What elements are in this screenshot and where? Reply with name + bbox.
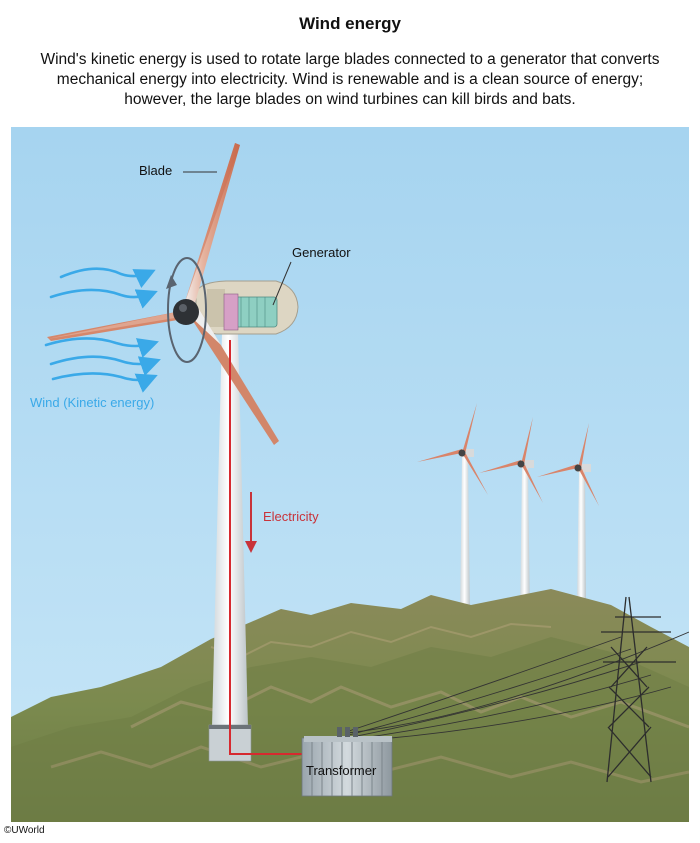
wind-label: Wind (Kinetic energy) [30,395,154,410]
rotation-ellipse [167,257,207,363]
blade-label: Blade [139,163,172,178]
rotor-hub [173,299,199,325]
generator [223,293,278,331]
electricity-wire [229,340,311,755]
diagram-title: Wind energy [299,14,401,33]
wind-arrows [44,267,161,393]
background-turbine [537,423,599,605]
description-line-2: mechanical energy into electricity. Wind… [56,71,644,88]
electricity-label: Electricity [263,509,319,524]
copyright: ©UWorld [4,825,45,836]
background-turbine [479,417,543,615]
background-turbines [417,403,599,615]
wind-turbine-illustration: Blade Generator Wind (Kinetic energy) El… [11,127,689,822]
generator-leader-line [272,261,292,306]
transformer-label: Transformer [306,763,377,778]
transformer [301,727,393,797]
description: Wind's kinetic energy is used to rotate … [8,50,692,110]
description-line-3: however, the large blades on wind turbin… [124,91,576,108]
description-line-1: Wind's kinetic energy is used to rotate … [40,51,660,68]
generator-label: Generator [292,245,351,260]
electricity-pylon [601,596,676,783]
power-lines [345,631,689,742]
background-turbine [417,403,488,612]
